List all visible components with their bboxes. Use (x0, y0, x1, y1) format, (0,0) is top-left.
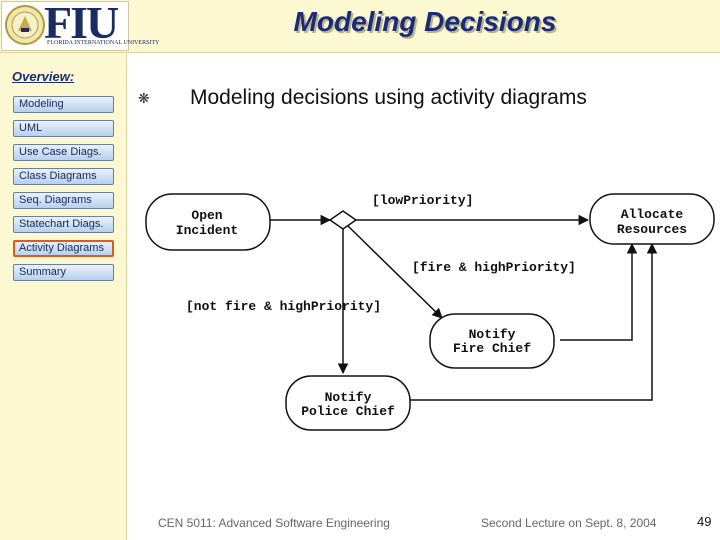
sidebar-item-modeling[interactable]: Modeling (13, 96, 114, 113)
activity-diagram: Open Incident Allocate Resources Notify … (145, 193, 715, 431)
node-notify-fire-chief-line2: Fire Chief (453, 341, 531, 356)
node-notify-fire-chief-line1: Notify (469, 327, 516, 342)
node-open-incident-line2: Incident (176, 223, 238, 238)
logo-text: FIU (44, 0, 119, 48)
sidebar-item-sequence-diagrams[interactable]: Seq. Diagrams (13, 192, 114, 209)
edge-decision-to-fire-chief (347, 225, 443, 319)
sidebar-item-class-diagrams[interactable]: Class Diagrams (13, 168, 114, 185)
university-logo: FIU FLORIDA INTERNATIONAL UNIVERSITY (0, 0, 159, 52)
node-allocate-resources-line2: Resources (617, 222, 687, 237)
sidebar-item-uml[interactable]: UML (13, 120, 114, 137)
sidebar-heading: Overview: (12, 69, 75, 84)
logo-subtitle: FLORIDA INTERNATIONAL UNIVERSITY (47, 40, 160, 46)
guard-fire-high-priority: [fire & highPriority] (412, 260, 576, 275)
sidebar-item-summary[interactable]: Summary (13, 264, 114, 281)
page-number: 49 (697, 514, 712, 529)
guard-not-fire-high-priority: [not fire & highPriority] (186, 299, 381, 314)
bullet-text: Modeling decisions using activity diagra… (190, 86, 587, 109)
decision-diamond (328, 210, 358, 230)
edge-police-chief-to-allocate (410, 242, 658, 401)
node-allocate-resources-line1: Allocate (621, 207, 684, 222)
node-notify-police-chief: Notify Police Chief (285, 375, 411, 431)
node-allocate-resources: Allocate Resources (589, 193, 715, 245)
node-notify-fire-chief: Notify Fire Chief (429, 313, 555, 369)
node-notify-police-chief-line2: Police Chief (301, 404, 395, 419)
node-open-incident-line1: Open (191, 208, 222, 223)
footer-lecture: Second Lecture on Sept. 8, 2004 (481, 516, 657, 530)
footer-course: CEN 5011: Advanced Software Engineering (158, 516, 390, 530)
header: FIU FLORIDA INTERNATIONAL UNIVERSITY Mod… (0, 0, 720, 53)
edge-fire-chief-to-allocate (560, 242, 638, 341)
sidebar: Overview: Modeling UML Use Case Diags. C… (0, 53, 127, 540)
node-notify-police-chief-line1: Notify (325, 390, 372, 405)
guard-low-priority: [lowPriority] (372, 193, 473, 208)
sidebar-item-use-case-diagrams[interactable]: Use Case Diags. (13, 144, 114, 161)
sidebar-item-statechart-diagrams[interactable]: Statechart Diags. (13, 216, 114, 233)
university-seal-icon (5, 5, 45, 45)
node-open-incident: Open Incident (145, 193, 271, 251)
bullet-icon: ❋ (138, 90, 150, 106)
sidebar-item-activity-diagrams[interactable]: Activity Diagrams (13, 240, 114, 257)
slide-title: Modeling Decisions (293, 6, 557, 37)
